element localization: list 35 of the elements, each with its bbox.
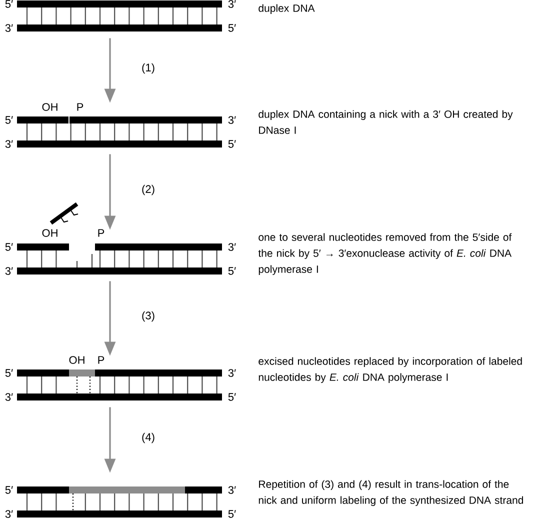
end-label: OH: [69, 356, 84, 364]
end-label: OH: [42, 103, 58, 111]
step-number: (4): [142, 432, 154, 444]
strand-end-label: 3′: [228, 369, 236, 377]
strand-end-label: 3′: [5, 140, 13, 148]
strand-end-label: 5′: [228, 140, 236, 148]
end-label: P: [98, 229, 104, 237]
step-description: excised nucleotides replaced by incorporation of labeled nucleotides by E. coli DNA polymerase I: [258, 357, 522, 383]
step-description: duplex DNA containing a nick with a 3′ OH created by DNase I: [258, 110, 513, 134]
strand-end-label: 5′: [5, 486, 13, 494]
strand-end-label: 5′: [228, 267, 236, 275]
strand-end-label: 5′: [5, 369, 13, 377]
step-number: (3): [142, 311, 154, 322]
strand-end-label: 3′: [5, 267, 13, 275]
strand-end-label: 5′: [228, 24, 236, 32]
step-description: one to several nucleotides removed from the 5′side of the nick by 5′ → 3′exonuclease activity of E. coli DNA polymerase I: [258, 233, 512, 275]
strand-end-label: 3′: [5, 24, 13, 32]
strand-end-label: 3′: [228, 0, 236, 8]
end-label: OH: [42, 229, 58, 237]
end-label: P: [98, 356, 104, 364]
strand-end-label: 5′: [228, 393, 236, 401]
step-number: (1): [142, 63, 154, 74]
strand-end-label: 3′: [5, 393, 13, 401]
strand-end-label: 3′: [228, 116, 236, 124]
strand-end-label: 3′: [228, 243, 236, 251]
step-description: duplex DNA: [258, 4, 315, 14]
step-number: (2): [142, 184, 154, 196]
strand-end-label: 5′: [5, 243, 13, 251]
strand-end-label: 5′: [228, 510, 236, 518]
strand-end-label: 3′: [5, 510, 13, 518]
step-description: Repetition of (3) and (4) result in trans-location of the nick and uniform labeling of the synthesized DNA strand: [258, 480, 524, 506]
strand-end-label: 3′: [228, 486, 236, 494]
strand-end-label: 5′: [5, 0, 13, 8]
end-label: P: [77, 103, 84, 111]
strand-end-label: 5′: [5, 116, 13, 124]
